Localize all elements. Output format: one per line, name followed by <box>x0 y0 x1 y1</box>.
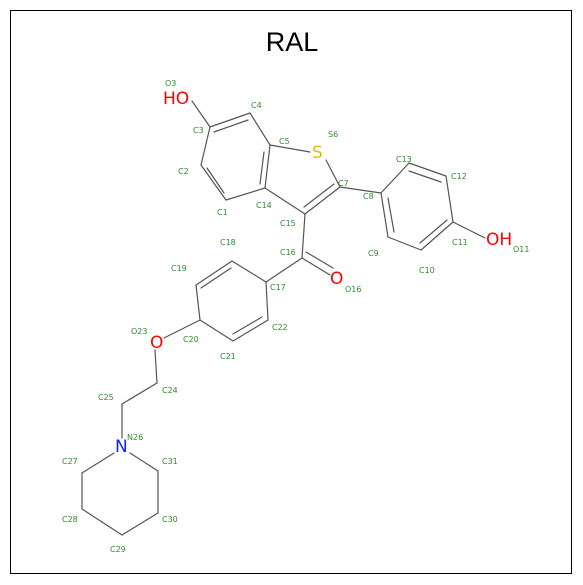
bond-c22-c17 <box>265 281 269 321</box>
label-c15: C15 <box>280 219 296 228</box>
label-c17: C17 <box>270 283 286 292</box>
label-c14: C14 <box>256 201 272 210</box>
bond-n26-c31 <box>129 452 159 472</box>
label-c20: C20 <box>183 335 199 344</box>
label-c4: C4 <box>251 101 262 110</box>
bond-c11-c10 <box>420 221 454 251</box>
bond-c11-o11 <box>452 221 486 239</box>
bond-c20-c21 <box>199 319 234 342</box>
label-c19: C19 <box>171 264 187 273</box>
bond-c10-c9 <box>387 236 422 251</box>
bond-c19-c20 <box>195 284 201 321</box>
bond-c4-c5 <box>249 112 271 146</box>
bond-c15-c16 <box>301 213 306 259</box>
label-o11: O11 <box>513 245 529 254</box>
bond-c13-c12-inner <box>408 170 442 183</box>
hydroxyl-left: HO <box>163 89 189 109</box>
label-c29: C29 <box>110 545 126 554</box>
bond-c9-c8 <box>380 192 389 238</box>
bond-c11-c10-inner <box>419 219 448 244</box>
label-c2: C2 <box>178 167 189 176</box>
label-n26: N26 <box>127 433 143 442</box>
label-c22: C22 <box>272 323 288 332</box>
bond-c20-o23 <box>163 319 201 339</box>
bond-c21-c22-inner <box>232 316 263 335</box>
atom-labels: HO O3 S S6 OH O11 O O16 O O23 N N26 C4 C… <box>62 79 529 554</box>
bond-c28-c29 <box>81 508 123 536</box>
bond-c5-c14-inner <box>259 151 265 185</box>
label-c5: C5 <box>279 137 290 146</box>
label-o3: O3 <box>165 79 176 88</box>
bond-c13-c12 <box>408 162 447 177</box>
label-c12: C12 <box>451 172 467 181</box>
bond-c17-c18 <box>231 260 267 283</box>
bond-c16-o16-a <box>301 257 331 276</box>
label-c7: C7 <box>338 179 349 188</box>
label-c9: C9 <box>368 249 379 258</box>
bond-c21-c22 <box>232 319 269 342</box>
label-c30: C30 <box>162 515 178 524</box>
label-s6: S6 <box>328 130 338 139</box>
bond-c1-c2-inner <box>206 167 225 194</box>
bond-c12-c11 <box>445 175 454 223</box>
bond-n26-c27 <box>81 452 115 474</box>
label-c1: C1 <box>217 208 228 217</box>
diagram-frame <box>10 10 572 574</box>
label-c13: C13 <box>396 155 412 164</box>
label-c3: C3 <box>193 126 204 135</box>
bond-c2-c3 <box>200 126 211 166</box>
diagram-title: RAL <box>266 27 319 57</box>
bond-c8-c13 <box>380 162 410 194</box>
carbonyl-oxygen: O <box>330 269 343 289</box>
label-c18: C18 <box>220 238 236 247</box>
bond-c14-c1 <box>225 187 266 201</box>
nitrogen-atom: N <box>115 437 128 457</box>
label-o23: O23 <box>131 327 147 336</box>
bond-c7-c15-inner <box>303 183 335 208</box>
bond-c9-c8-inner <box>387 197 395 233</box>
bond-s6-c7 <box>325 159 341 188</box>
label-c16: C16 <box>280 248 296 257</box>
bond-c1-c2 <box>200 164 227 201</box>
bond-c3-o3 <box>191 100 211 128</box>
bond-c29-c30 <box>121 512 159 536</box>
label-o16: O16 <box>345 285 361 294</box>
label-c31: C31 <box>162 457 178 466</box>
label-c27: C27 <box>62 457 78 466</box>
bond-c5-c14 <box>264 144 271 189</box>
bonds <box>81 100 486 536</box>
bond-c18-c19-inner <box>200 267 232 289</box>
label-c21: C21 <box>220 352 236 361</box>
label-c10: C10 <box>419 266 435 275</box>
sulfur-atom: S <box>312 143 323 163</box>
bond-c16-o16-b <box>305 251 334 269</box>
bond-c18-c19 <box>195 260 233 286</box>
label-c11: C11 <box>452 238 468 247</box>
label-c24: C24 <box>162 386 178 395</box>
bond-c16-c17 <box>265 257 303 283</box>
bond-c7-c15 <box>304 186 341 215</box>
bond-c7-c8 <box>339 186 382 194</box>
hydroxyl-right: OH <box>486 230 512 250</box>
bond-c3-c4 <box>209 112 251 128</box>
label-c25: C25 <box>98 393 114 402</box>
bond-c3-c4-inner <box>213 119 249 133</box>
label-c8: C8 <box>363 192 374 201</box>
bond-o23-c24 <box>154 349 158 384</box>
bond-c15-c14 <box>264 187 306 215</box>
label-c28: C28 <box>62 515 78 524</box>
bond-c5-s6 <box>269 144 311 153</box>
bond-c24-c25 <box>121 382 158 405</box>
ether-oxygen: O <box>150 333 163 353</box>
